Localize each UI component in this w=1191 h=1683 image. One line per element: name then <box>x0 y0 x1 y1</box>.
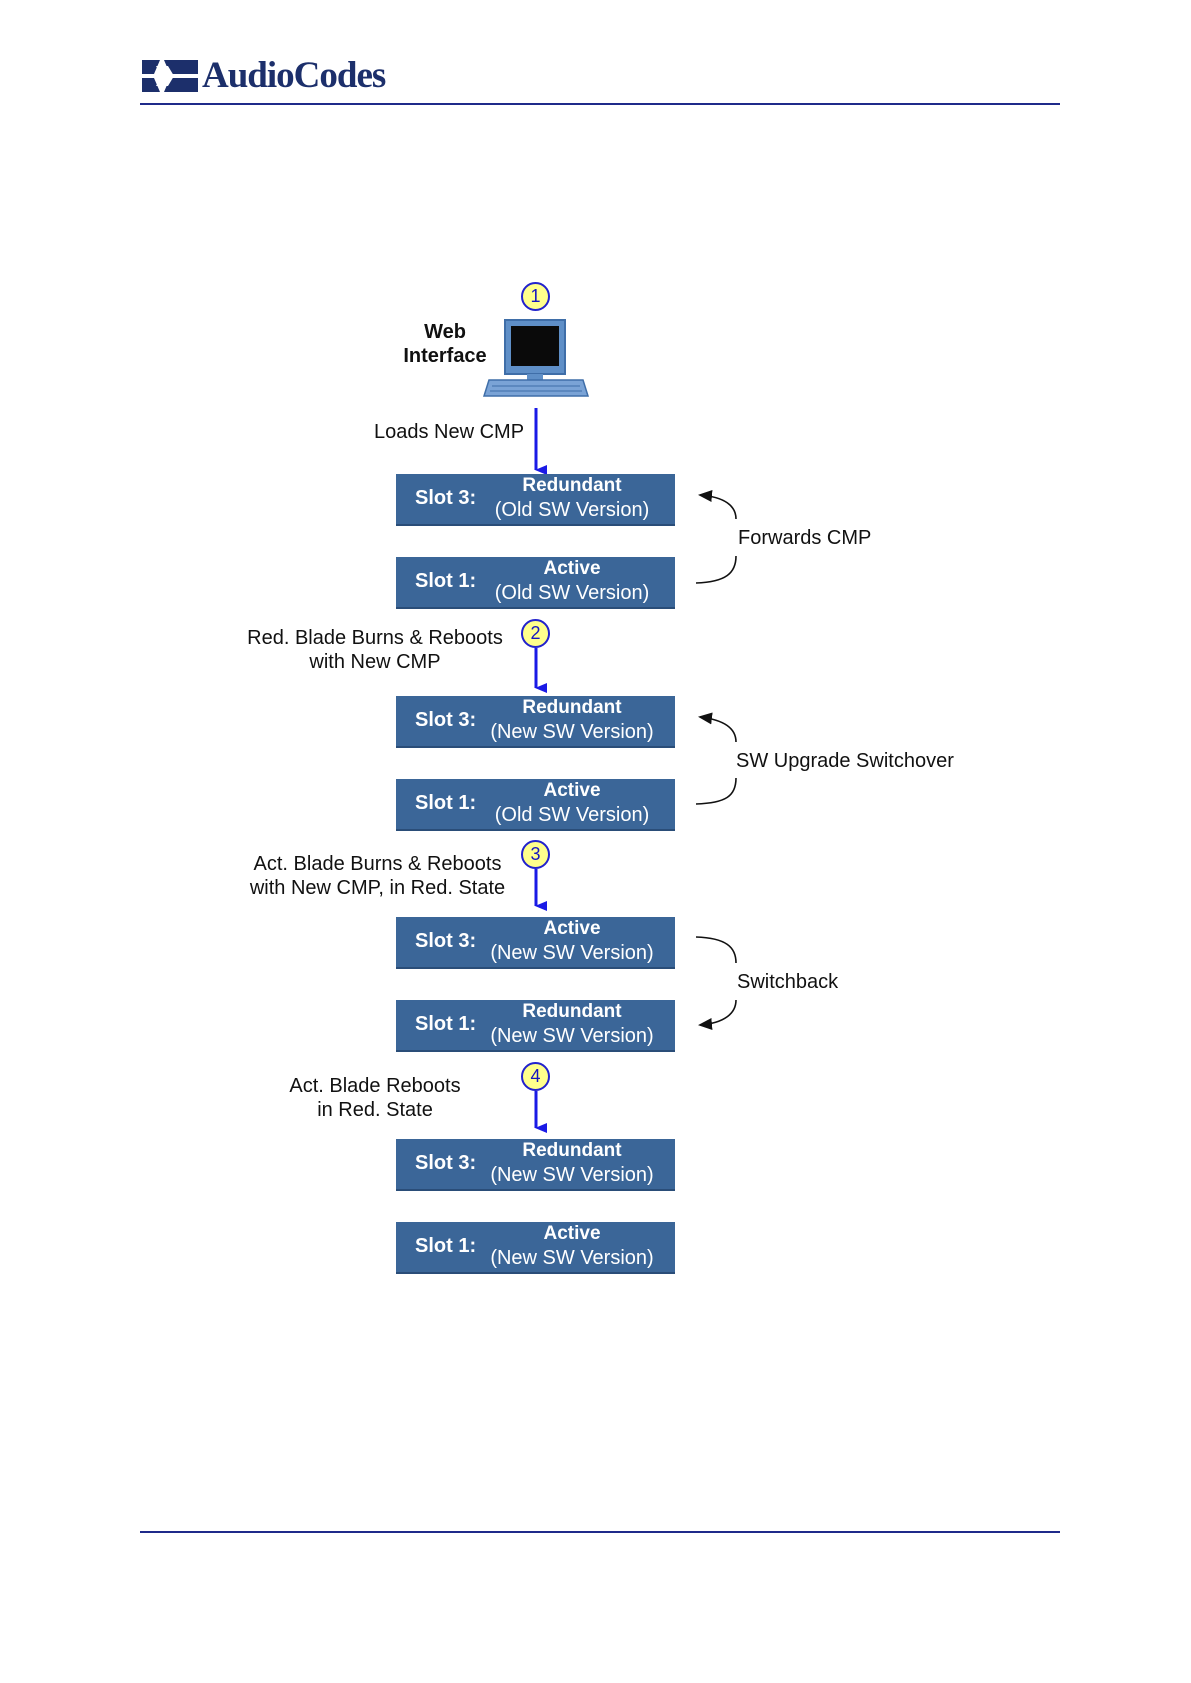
footer-rule <box>140 1531 1060 1533</box>
forwards-curve-top <box>698 489 737 520</box>
switchover-curve-top <box>698 712 737 743</box>
switchback-curve-bottom <box>698 999 737 1031</box>
web-interface-label: Web Interface <box>403 321 487 367</box>
switchover-curve-bottom <box>695 777 737 805</box>
brand-name: AudioCodes <box>202 55 386 96</box>
slot-block: Slot 1: Redundant (New SW Version) <box>396 1000 675 1052</box>
forwards-label: Forwards CMP <box>738 527 872 549</box>
step-badge-3: 3 <box>521 840 550 869</box>
audiocodes-logo-icon <box>142 59 198 92</box>
slot-block: Slot 3: Redundant (New SW Version) <box>396 696 675 748</box>
switchback-label: Switchback <box>737 971 839 993</box>
slot-block: Slot 3: Redundant (Old SW Version) <box>396 474 675 526</box>
slot-block: Slot 1: Active (New SW Version) <box>396 1222 675 1274</box>
step4-label: Act. Blade Reboots in Red. State <box>289 1075 461 1121</box>
loads-label: Loads New CMP <box>374 421 525 443</box>
header-rule <box>140 103 1060 105</box>
brand-logo: AudioCodes <box>142 54 386 97</box>
step3-label: Act. Blade Burns & Reboots with New CMP,… <box>249 853 506 899</box>
slot-block: Slot 3: Redundant (New SW Version) <box>396 1139 675 1191</box>
computer-icon <box>482 319 590 397</box>
forwards-curve-bottom <box>695 555 737 584</box>
slot-block: Slot 1: Active (Old SW Version) <box>396 557 675 609</box>
switchover-label: SW Upgrade Switchover <box>736 750 954 772</box>
step2-label: Red. Blade Burns & Reboots with New CMP <box>247 627 503 673</box>
slot-block: Slot 3: Active (New SW Version) <box>396 917 675 969</box>
step-badge-4: 4 <box>521 1062 550 1091</box>
slot-block: Slot 1: Active (Old SW Version) <box>396 779 675 831</box>
step-badge-1: 1 <box>521 282 550 311</box>
switchback-curve-top <box>695 936 737 964</box>
step-badge-2: 2 <box>521 619 550 648</box>
